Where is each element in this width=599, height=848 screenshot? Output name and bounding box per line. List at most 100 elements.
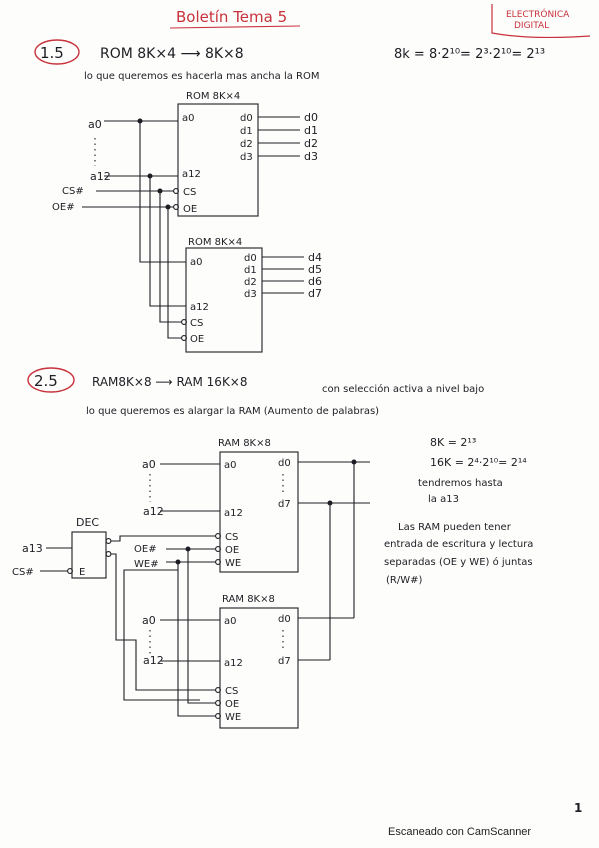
rom2-pin-d1: d1 xyxy=(244,265,257,276)
calc-line2: 16K = 2⁴·2¹⁰= 2¹⁴ xyxy=(430,456,527,469)
rom2-pin-d2: d2 xyxy=(244,277,257,288)
bus-junction-d7 xyxy=(327,500,333,506)
rom1-out-d2: d2 xyxy=(304,137,318,150)
ram2-box xyxy=(219,607,299,729)
rom2-pin-cs: CS xyxy=(190,318,203,329)
ram1-ext-a12: a12 xyxy=(143,505,164,518)
ram1-pin-d7: d7 xyxy=(278,499,291,510)
ram2-ext-a12: a12 xyxy=(143,654,164,667)
stamp-line2: DIGITAL xyxy=(514,21,549,31)
rom1-pin-d0: d0 xyxy=(240,113,253,124)
rom1-out-d3: d3 xyxy=(304,150,318,163)
ram1-we-bubble xyxy=(215,559,221,565)
sig-we-label: WE# xyxy=(134,559,159,570)
remark-line4: (R/W#) xyxy=(386,575,422,586)
page-title: Boletín Tema 5 xyxy=(176,8,287,26)
scanner-footer: Escaneado con CamScanner xyxy=(388,826,532,838)
rom2-pin-a12: a12 xyxy=(190,302,209,313)
bus-junction-d0 xyxy=(351,459,357,465)
ram1-box xyxy=(219,451,299,573)
rom1-pin-d3: d3 xyxy=(240,152,253,163)
remark-line3: separadas (OE y WE) ó juntas xyxy=(384,556,533,568)
ram1-ext-a0: a0 xyxy=(142,458,156,471)
dec-out-0 xyxy=(111,535,216,542)
rom2-out-d5: d5 xyxy=(308,263,322,276)
calc-line3: tendremos hasta xyxy=(418,478,503,489)
ext-a0-label: a0 xyxy=(88,118,102,131)
problem2-note: lo que queremos es alargar la RAM (Aumen… xyxy=(86,406,379,417)
data-bus-d0 xyxy=(298,461,370,618)
rom1-out-d1: d1 xyxy=(304,124,318,137)
ram1-pin-a12: a12 xyxy=(224,508,243,519)
problem1-note: lo que queremos es hacerla mas ancha la … xyxy=(84,71,319,82)
wire-cs xyxy=(96,190,182,323)
rom2-box xyxy=(185,247,263,353)
problem2-circle xyxy=(27,367,75,393)
ram2-pin-a12: a12 xyxy=(224,658,243,669)
decoder-box xyxy=(71,531,107,579)
ram2-cs-bubble xyxy=(215,687,221,693)
ram1-pin-d0: d0 xyxy=(278,458,291,469)
ram2-pin-a0: a0 xyxy=(224,616,237,627)
dec-inputs xyxy=(40,547,72,572)
rom1-pin-d2: d2 xyxy=(240,139,253,150)
rom2-output-lines xyxy=(262,256,304,294)
ram2-dots xyxy=(149,630,284,656)
remark-line2: entrada de escritura y lectura xyxy=(384,539,533,550)
dec-out1-bubble xyxy=(105,551,112,557)
ram2-addr-wires xyxy=(160,619,220,662)
rom2-out-d7: d7 xyxy=(308,287,322,300)
ram1-pin-we: WE xyxy=(225,558,241,569)
rom1-pin-d1: d1 xyxy=(240,126,253,137)
stamp-box xyxy=(491,4,591,39)
ext-oe-label: OE# xyxy=(52,202,75,213)
rom1-pin-a12: a12 xyxy=(182,169,201,180)
oe-junction xyxy=(185,546,191,552)
ram1-pin-a0: a0 xyxy=(224,460,237,471)
rom2-out-d6: d6 xyxy=(308,275,322,288)
ext-cs-label: CS# xyxy=(62,186,84,197)
ram2-pin-oe: OE xyxy=(225,699,239,710)
dec-enable: E xyxy=(79,567,85,578)
rom2-title: ROM 8K×4 xyxy=(188,237,242,248)
ram1-pin-cs: CS xyxy=(225,532,238,543)
problem1-number: 1.5 xyxy=(40,44,64,62)
dec-out-1 xyxy=(111,553,216,691)
rom2-pin-oe: OE xyxy=(190,334,204,345)
rom1-oe-bubble xyxy=(173,204,179,210)
ram2-oe-bubble xyxy=(215,700,221,706)
we-wire xyxy=(123,561,216,717)
sig-oe-label: OE# xyxy=(134,544,157,555)
data-bus-d7 xyxy=(298,502,370,660)
junction-a12 xyxy=(147,173,153,179)
rom1-pin-a0: a0 xyxy=(182,113,195,124)
ram1-oe-bubble xyxy=(215,546,221,552)
junction-a0 xyxy=(137,118,143,124)
we-junction xyxy=(175,559,181,565)
rom1-out-d0: d0 xyxy=(304,111,318,124)
junction-oe xyxy=(165,204,171,210)
calc-line4: la a13 xyxy=(428,494,459,505)
dec-label: DEC xyxy=(76,516,99,529)
junction-cs xyxy=(157,188,163,194)
dec-out0-bubble xyxy=(105,538,112,544)
ram2-pin-d7: d7 xyxy=(278,656,291,667)
problem1-statement: ROM 8K×4 ⟶ 8K×8 xyxy=(100,46,244,62)
problem1-formula: 8k = 8·2¹⁰= 2³·2¹⁰= 2¹³ xyxy=(394,47,545,62)
rom2-out-d4: d4 xyxy=(308,251,322,264)
rom1-title: ROM 8K×4 xyxy=(186,91,240,102)
ram2-pin-d0: d0 xyxy=(278,614,291,625)
oe-wire xyxy=(166,548,216,704)
rom1-cs-bubble xyxy=(173,188,179,194)
stamp-line1: ELECTRÓNICA xyxy=(506,8,570,20)
page-number: 1 xyxy=(574,801,582,815)
ram1-addr-wires xyxy=(160,463,220,512)
dec-e-bubble xyxy=(67,568,73,574)
remark-line1: Las RAM pueden tener xyxy=(398,522,512,533)
wire-a12 xyxy=(104,175,186,307)
calc-line1: 8K = 2¹³ xyxy=(430,436,476,449)
ram1-dots xyxy=(149,474,284,502)
rom1-box xyxy=(177,103,259,217)
